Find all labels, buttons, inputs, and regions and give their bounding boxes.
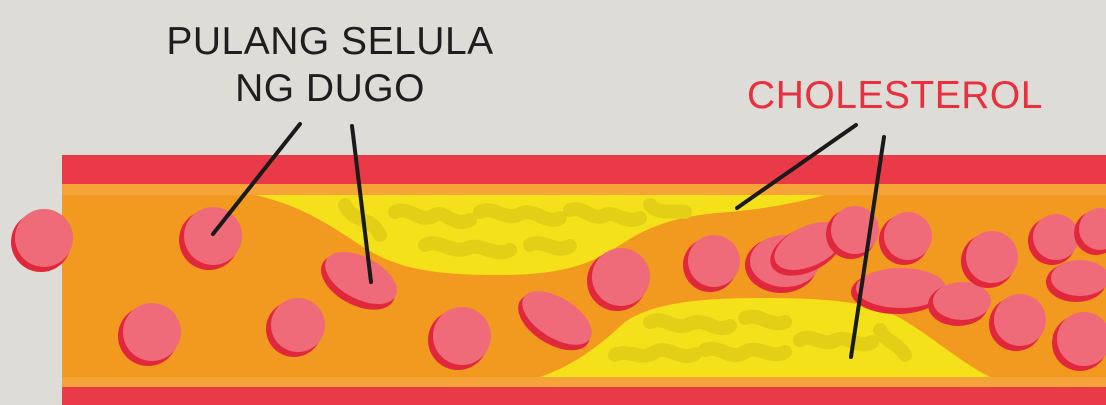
cholesterol-label-text: CHOLESTEROL	[705, 72, 1085, 119]
vessel-wall-bottom	[62, 387, 1106, 405]
vessel-lining-top	[62, 184, 1106, 195]
red-blood-cells-label-line1: PULANG SELULA	[140, 18, 520, 65]
vessel-wall-top	[62, 155, 1106, 184]
vessel-lining-bottom	[62, 377, 1106, 387]
red-blood-cells-label-line2: NG DUGO	[140, 65, 520, 112]
red-blood-cells-label: PULANG SELULA NG DUGO	[140, 18, 520, 112]
cholesterol-label: CHOLESTEROL	[705, 72, 1085, 119]
